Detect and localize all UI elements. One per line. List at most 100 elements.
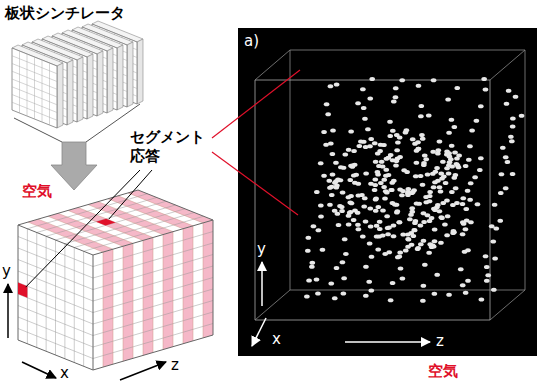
hit-dot (442, 223, 448, 227)
hit-dot (393, 163, 399, 167)
cube-edge (93, 255, 94, 370)
hit-dot (394, 203, 400, 207)
cube-grid (123, 246, 124, 361)
hit-dot (403, 248, 409, 252)
hit-dot (422, 263, 428, 267)
hit-dot (341, 276, 347, 280)
hit-dot (508, 135, 514, 139)
hit-dot (373, 209, 379, 213)
hit-dot (346, 195, 352, 199)
hit-dot (422, 153, 428, 157)
hit-dot (384, 214, 390, 218)
hit-dot (338, 178, 344, 182)
leader-line (109, 170, 152, 219)
hit-dot (421, 220, 427, 224)
hit-dot (400, 277, 406, 281)
hit-dot (315, 291, 321, 295)
cube-grid (113, 249, 114, 364)
hit-dot (423, 195, 429, 199)
hit-dot (326, 179, 332, 183)
hit-dot (318, 203, 324, 207)
hit-dot (350, 165, 356, 169)
hit-dot (330, 129, 336, 133)
hit-dot (388, 188, 394, 192)
hit-dot (372, 177, 378, 181)
hit-dot (377, 227, 383, 231)
hit-dot (439, 216, 445, 220)
hit-dot (406, 187, 412, 191)
hit-dot (372, 188, 378, 192)
cube-grid (153, 238, 154, 353)
hit-dot (421, 239, 427, 243)
hit-dot (405, 245, 411, 249)
panel-ground (238, 28, 537, 356)
axis-label: z (171, 356, 179, 375)
hit-dot (423, 157, 429, 161)
plate-edge (137, 39, 143, 104)
hit-dot (420, 137, 426, 141)
hit-dot (376, 164, 382, 168)
hit-dot (478, 104, 484, 108)
hit-dot (506, 89, 512, 93)
hit-dot (414, 201, 420, 205)
hit-dot (509, 139, 515, 143)
hit-dot (426, 251, 432, 255)
plate (12, 48, 57, 128)
hit-dot (419, 133, 425, 137)
hit-dot (477, 168, 483, 172)
hit-dot (361, 205, 367, 209)
hit-dot (408, 213, 414, 217)
hit-dot (416, 84, 422, 88)
cube-grid (18, 260, 93, 290)
hit-dot (460, 232, 466, 236)
hit-dot (327, 186, 333, 190)
hit-dot (311, 224, 317, 228)
plate-grid (12, 95, 57, 113)
hit-dot (373, 197, 379, 201)
hit-dot (453, 186, 459, 190)
hit-dot (443, 181, 449, 185)
hit-dot (369, 289, 375, 293)
hit-dot (376, 235, 382, 239)
response-panel (238, 28, 537, 356)
hit-dot (401, 168, 407, 172)
hit-dot (381, 143, 387, 147)
hit-dot (368, 182, 374, 186)
hit-dot (375, 151, 381, 155)
hit-dot (348, 130, 354, 134)
hit-dot (419, 104, 425, 108)
cube-grid (183, 229, 184, 344)
plate-edge (67, 60, 73, 125)
hit-dot (396, 220, 402, 224)
hit-dot (411, 228, 417, 232)
hit-dot (484, 265, 490, 269)
hit-dot (461, 222, 467, 226)
hit-dot (420, 183, 426, 187)
hit-dot (336, 223, 342, 227)
hit-dot (321, 130, 327, 134)
hit-dot (421, 211, 427, 215)
hit-dot (324, 102, 330, 106)
hit-dot (412, 228, 418, 232)
cube-grid (133, 243, 134, 358)
hit-dot (432, 228, 438, 232)
hit-dot (368, 225, 374, 229)
hit-dot (379, 160, 385, 164)
cube-grid (56, 205, 176, 240)
axis-label: y (257, 240, 266, 259)
hit-dot (483, 87, 489, 91)
cube-grid (118, 196, 193, 226)
hit-dot (340, 260, 346, 264)
leader-line (212, 70, 300, 138)
hit-dot (432, 208, 438, 212)
hit-dot (415, 247, 421, 251)
cube-grid (18, 317, 93, 347)
hit-dot (321, 174, 327, 178)
hit-dot (425, 172, 431, 176)
hit-dot (342, 153, 348, 157)
hit-dot (440, 160, 446, 164)
hit-dot (460, 283, 466, 287)
axis-label: x (272, 330, 281, 349)
cube-grid (18, 294, 93, 324)
